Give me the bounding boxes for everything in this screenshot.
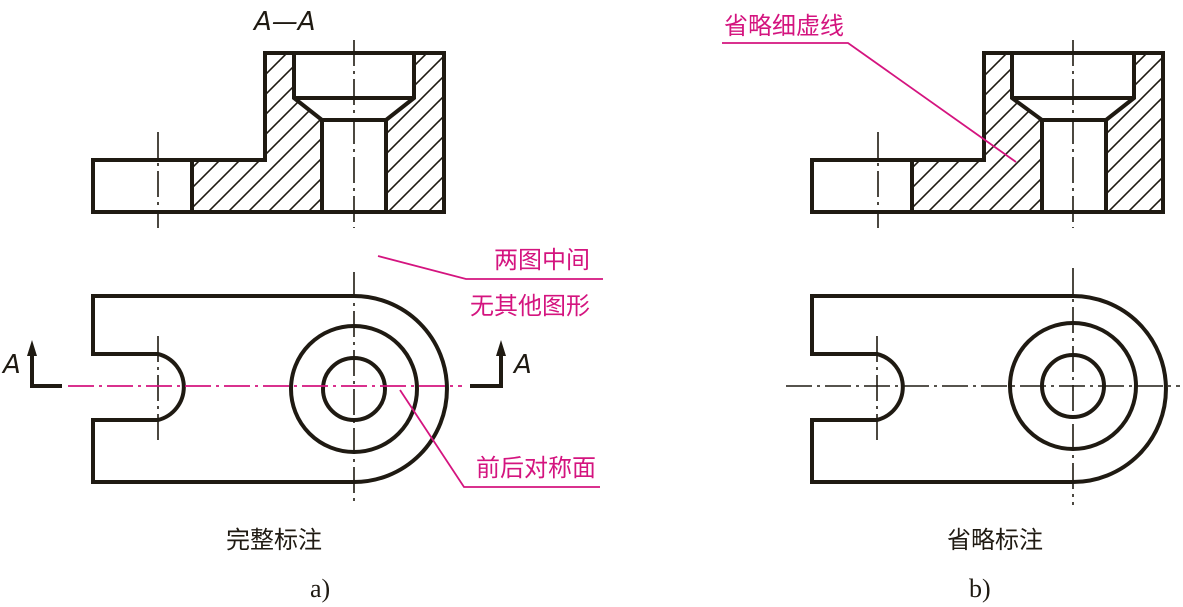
note-hidden: 省略细虚线 — [724, 12, 844, 40]
cut-arrow-right-icon — [496, 340, 506, 356]
cut-label-right: A — [512, 350, 532, 380]
section-b-counterbore — [1010, 53, 1136, 212]
note-blank-line2: 无其他图形 — [470, 292, 590, 320]
section-b-hatched-body — [912, 53, 1163, 212]
section-b-outline — [810, 51, 1165, 214]
sublabel-b: b) — [969, 574, 991, 603]
cut-marker-right — [470, 352, 503, 388]
section-counterbore — [292, 53, 416, 212]
top-view-a: A A — [1, 272, 532, 505]
section-hatched-body — [192, 53, 444, 212]
note-blank-line1: 两图中间 — [494, 246, 590, 274]
section-title: A—A — [252, 7, 316, 37]
cut-marker-left — [30, 352, 62, 388]
section-view-b — [810, 40, 1165, 228]
figure-b: 省略细虚线 省略标注 b) — [722, 12, 1180, 603]
leader-hidden-note — [722, 42, 1017, 163]
leader-symmetry-note — [399, 389, 600, 488]
top-outline — [91, 294, 449, 484]
leader-blank-note — [377, 255, 603, 280]
cut-label-left: A — [1, 350, 21, 380]
top-b-outline — [810, 294, 1168, 484]
note-symmetry: 前后对称面 — [476, 454, 596, 482]
figure-a: A—A A A 两图中间 无其他图形 前后对称面 完整标注 a) — [1, 7, 603, 603]
top-view-b — [786, 268, 1180, 505]
caption-b: 省略标注 — [947, 526, 1043, 554]
sublabel-a: a) — [310, 574, 330, 603]
section-outline — [91, 51, 446, 214]
section-b-bore — [1042, 120, 1106, 212]
annotations-a: 两图中间 无其他图形 前后对称面 — [377, 246, 603, 488]
section-view-a: A—A — [91, 7, 446, 228]
cut-arrow-left-icon — [27, 340, 37, 356]
caption-a: 完整标注 — [226, 526, 322, 554]
annotations-b: 省略细虚线 — [722, 12, 1017, 163]
